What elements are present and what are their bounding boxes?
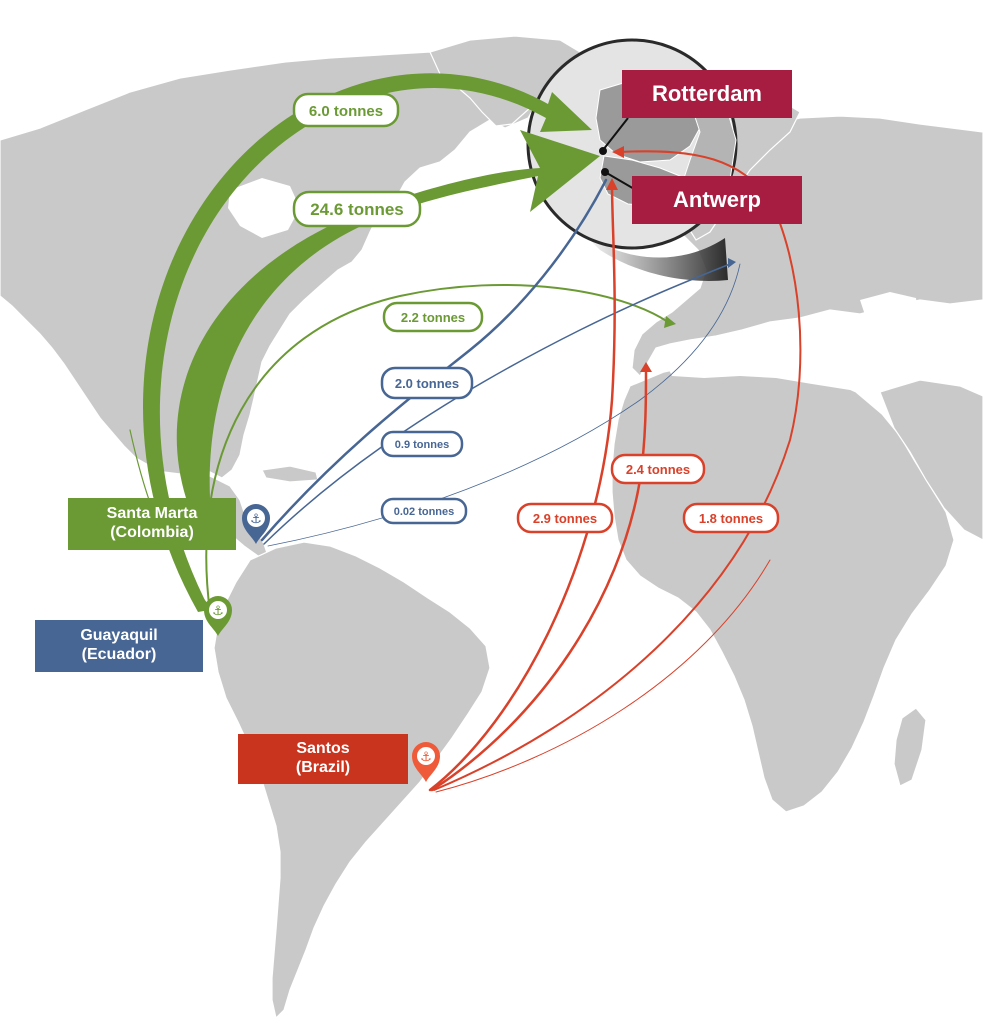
- flow-pill-0-02: 0.02 tonnes: [380, 497, 468, 525]
- route-2-4-tonnes: [430, 368, 648, 792]
- arrowhead-blue-0-9: [728, 258, 736, 268]
- destination-name: Antwerp: [673, 187, 761, 213]
- route-0-9-tonnes: [263, 263, 731, 545]
- route-2-0-tonnes: [260, 178, 608, 542]
- flow-pill-2-9: 2.9 tonnes: [516, 502, 614, 534]
- flow-pill-2-2: 2.2 tonnes: [382, 301, 484, 333]
- flow-label-text: 2.4 tonnes: [626, 462, 690, 477]
- origin-name: Santos: [296, 740, 350, 758]
- antwerp-dot: [601, 168, 609, 176]
- flow-pill-1-8: 1.8 tonnes: [682, 502, 780, 534]
- origin-country: (Ecuador): [81, 646, 157, 663]
- origin-label-guayaquil[interactable]: Guayaquil (Ecuador): [35, 620, 203, 672]
- flow-pill-24-6: 24.6 tonnes: [292, 190, 422, 228]
- route-2-2-tonnes: [205, 284, 669, 613]
- route-2-9-tonnes: [428, 182, 616, 792]
- origin-name: Guayaquil: [80, 627, 158, 645]
- rotterdam-dot: [599, 147, 607, 155]
- flow-label-text: 6.0 tonnes: [309, 103, 383, 120]
- route-red-thin: [435, 559, 771, 793]
- origin-label-santa-marta[interactable]: Santa Marta (Colombia): [68, 498, 236, 550]
- water-mediterranean: [660, 344, 870, 390]
- origin-country: (Colombia): [110, 524, 194, 541]
- port-connectors: [599, 117, 637, 191]
- route-1-8-tonnes: [433, 150, 802, 791]
- svg-text:⚓: ⚓: [212, 604, 224, 619]
- flow-pill-6-0: 6.0 tonnes: [292, 92, 400, 128]
- destination-label-antwerp[interactable]: Antwerp: [632, 176, 802, 224]
- destination-name: Rotterdam: [651, 81, 762, 107]
- arrowhead-red-2-4: [640, 362, 652, 372]
- rotterdam-connector: [602, 117, 629, 151]
- flow-label-text: 1.8 tonnes: [699, 511, 763, 526]
- anchor-pin-santos[interactable]: ⚓: [412, 742, 440, 782]
- flow-label-text: 2.9 tonnes: [533, 511, 597, 526]
- arrowhead-red-1-8: [612, 146, 624, 158]
- flow-label-text: 2.2 tonnes: [401, 310, 465, 325]
- route-6-0-tonnes: [142, 73, 592, 612]
- land-madagascar: [893, 707, 927, 787]
- flow-pill-2-0: 2.0 tonnes: [380, 366, 474, 400]
- svg-text:⚓: ⚓: [420, 750, 432, 765]
- anchor-pin-guayaquil[interactable]: ⚓: [204, 596, 232, 636]
- water-black-sea: [860, 292, 918, 322]
- origin-country: (Brazil): [295, 759, 351, 776]
- anchor-pin-santa-marta[interactable]: ⚓: [242, 504, 270, 544]
- flow-label-text: 0.02 tonnes: [394, 506, 455, 518]
- flow-labels: 6.0 tonnes 24.6 tonnes 2.2 tonnes 2.0 to…: [292, 92, 780, 534]
- origin-name: Santa Marta: [106, 505, 198, 523]
- flow-pill-0-9: 0.9 tonnes: [380, 430, 464, 458]
- origin-label-santos[interactable]: Santos (Brazil): [238, 734, 408, 784]
- flow-pill-2-4: 2.4 tonnes: [610, 453, 706, 485]
- zoom-shadow: [580, 230, 728, 281]
- arrowhead-red-2-9: [606, 178, 618, 190]
- antwerp-connector: [604, 171, 637, 191]
- flow-label-text: 0.9 tonnes: [395, 439, 449, 451]
- land-caribbean: [261, 465, 319, 483]
- water-hudson-bay: [228, 178, 300, 238]
- flow-label-text: 24.6 tonnes: [310, 200, 404, 219]
- destination-label-rotterdam[interactable]: Rotterdam: [622, 70, 792, 118]
- arrowhead-green-2-2: [664, 316, 676, 328]
- route-0-02-tonnes: [267, 263, 741, 547]
- svg-text:⚓: ⚓: [250, 512, 262, 527]
- flow-label-text: 2.0 tonnes: [395, 376, 459, 391]
- land-arabia: [879, 379, 983, 541]
